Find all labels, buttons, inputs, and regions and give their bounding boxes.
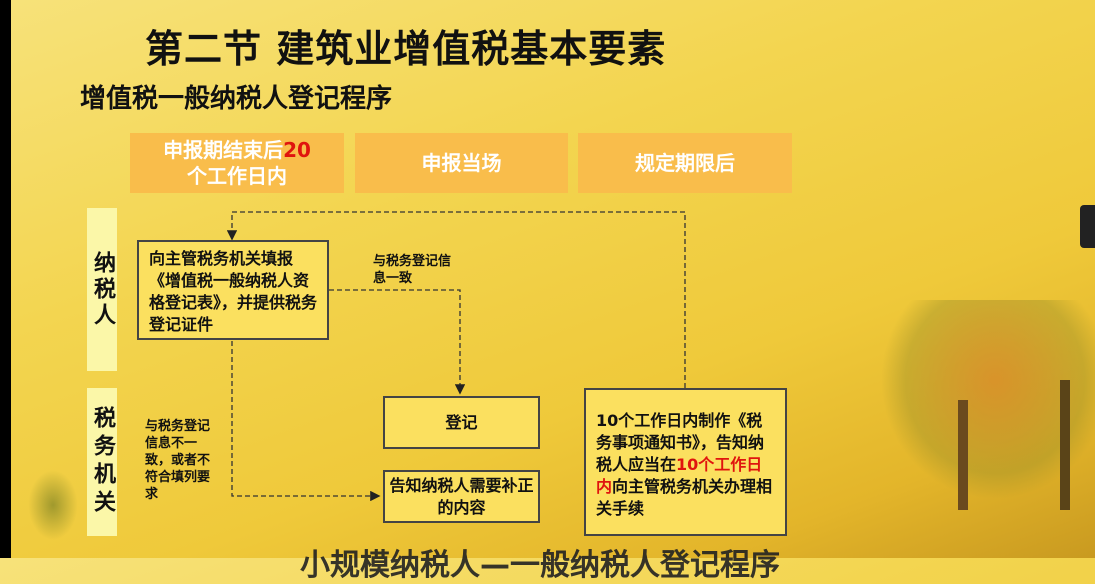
lane-label: 纳税人 xyxy=(90,250,115,329)
tree-trunk xyxy=(1060,380,1070,510)
side-panel-tab[interactable] xyxy=(1080,205,1095,248)
notice-red-text: 10个工作日内 xyxy=(596,455,763,496)
page-subtitle: 增值税一般纳税人登记程序 xyxy=(80,84,393,114)
notify-correction-box: 告知纳税人需要补正的内容 xyxy=(383,470,540,523)
lane-label: 税务机关 xyxy=(90,406,115,518)
lane-tax-authority: 税务机关 xyxy=(87,388,117,536)
lane-taxpayer: 纳税人 xyxy=(87,208,117,371)
header-text: 申报期结束后 xyxy=(163,138,284,162)
notice-text: 10个工作日内制作《税务事项通知书》，告知纳税人应当在 xyxy=(596,411,765,474)
tree-illustration xyxy=(880,300,1095,500)
tree-trunk xyxy=(958,400,968,510)
header-text: 个工作日内 xyxy=(187,164,287,188)
header-red-text: 20 xyxy=(283,138,311,162)
register-box: 登记 xyxy=(383,396,540,449)
small-tree-illustration xyxy=(28,470,78,540)
apply-box: 向主管税务机关填报《增值税一般纳税人资格登记表》，并提供税务登记证件 xyxy=(137,240,329,340)
note-consistent: 与税务登记信息一致 xyxy=(373,254,452,286)
header-on-the-spot: 申报当场 xyxy=(355,133,568,193)
page-title: 第二节 建筑业增值税基本要素 xyxy=(145,27,667,71)
next-slide-title-clipped: 小规模纳税人—一般纳税人登记程序 xyxy=(300,548,780,583)
header-after-deadline: 规定期限后 xyxy=(578,133,792,193)
note-inconsistent: 与税务登记信息不一致，或者不符合填列要求 xyxy=(145,419,211,502)
notice-box: 10个工作日内制作《税务事项通知书》，告知纳税人应当在10个工作日内向主管税务机… xyxy=(584,388,787,536)
left-black-bar xyxy=(0,0,11,558)
flow-arrows xyxy=(226,211,686,502)
notice-text: 向主管税务机关办理相关手续 xyxy=(596,477,773,518)
